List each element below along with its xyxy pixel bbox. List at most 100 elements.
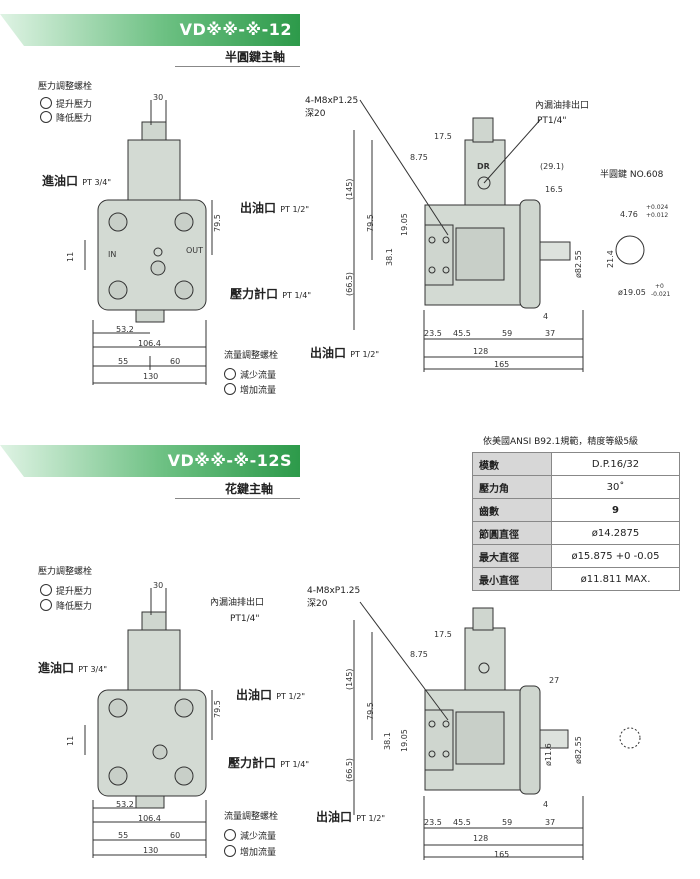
dim-30-bottom: 30: [153, 581, 164, 590]
header-bottom: VD※※-※-12S: [0, 445, 300, 477]
raise-pressure-label: 提升壓力: [40, 97, 92, 111]
depth-label-bottom: 深20: [307, 599, 328, 609]
outlet-label-top: 出油口 PT 1/2": [240, 201, 310, 215]
rotate-cw-icon: [40, 97, 52, 109]
depth-label-top: 深20: [305, 109, 326, 119]
dim-4-bottom: 4: [543, 800, 549, 809]
rotate-cw-icon: [40, 584, 52, 596]
dim-79-5-side-bottom: 79.5: [366, 702, 375, 720]
rotate-cw-icon: [224, 368, 236, 380]
dr-mark-top: DR: [477, 162, 490, 171]
dim-66-5-bottom: (66.5): [345, 757, 354, 782]
dim-27-bottom: 27: [549, 676, 560, 685]
dim-130-top: 130: [143, 372, 159, 381]
dim-30-top: 30: [153, 93, 164, 102]
page-title-bottom: VD※※-※-12S: [167, 451, 292, 470]
dim-tol-upper-top: +0.024: [646, 204, 669, 211]
dim-145-top: (145): [345, 178, 354, 200]
dim-38-1-top: 38.1: [385, 248, 394, 266]
drain-port-label-bottom: 內漏油排出口: [210, 598, 265, 608]
lower-pressure-label-bottom: 降低壓力: [40, 599, 92, 613]
rotate-ccw-icon: [40, 599, 52, 611]
dim-23-5-top: 23.5: [424, 329, 442, 338]
drain-size-label-bottom: PT1/4": [230, 614, 260, 624]
dim-45-5-top: 45.5: [453, 329, 471, 338]
dim-79-5-bottom: 79.5: [213, 700, 222, 718]
dim-79-5-side-top: 79.5: [366, 214, 375, 232]
thread-label-bottom: 4-M8xP1.25: [307, 586, 361, 596]
dim-60-bottom: 60: [170, 831, 181, 840]
dim-60-top: 60: [170, 357, 181, 366]
dim-59-top: 59: [502, 329, 513, 338]
dim-37-top: 37: [545, 329, 556, 338]
dim-11-6-bottom: ø11.6: [544, 743, 553, 766]
pump-side-view-bottom: [353, 601, 641, 860]
dim-21-4-top: 21.4: [606, 250, 615, 268]
dim-79-5-top: 79.5: [213, 214, 222, 232]
dim-82-55-bottom: ø82.55: [574, 736, 583, 764]
dim-66-5-top: (66.5): [345, 271, 354, 296]
inlet-label-top: 進油口 PT 3/4": [42, 174, 112, 188]
dim-53-2-bottom: 53.2: [116, 800, 134, 809]
raise-pressure-label-bottom: 提升壓力: [40, 584, 92, 598]
dim-19-05-bottom: 19.05: [400, 729, 409, 752]
flow-bolt-label-top: 流量調整螺栓: [224, 351, 279, 361]
rotate-ccw-icon: [224, 845, 236, 857]
inlet-label-bottom: 進油口 PT 3/4": [38, 661, 108, 675]
dim-17-5-bottom: 17.5: [434, 630, 452, 639]
pump-front-view-bottom: [84, 588, 213, 858]
outlet-label-bottom: 出油口 PT 1/2": [236, 688, 306, 702]
rotate-ccw-icon: [224, 383, 236, 395]
dim-145-bottom: (145): [345, 668, 354, 690]
gauge-label-bottom: 壓力計口 PT 1/4": [228, 756, 310, 770]
dim-tol-minus-top: -0.021: [651, 291, 671, 298]
dim-55-top: 55: [118, 357, 129, 366]
header-top: VD※※-※-12: [0, 14, 300, 46]
dim-82-55-top: ø82.55: [574, 250, 583, 278]
pump-front-view-top: [84, 100, 213, 385]
increase-flow-label-bottom: 增加流量: [224, 845, 276, 859]
side-outlet-label-bottom: 出油口 PT 1/2": [316, 810, 386, 824]
dim-8-75-bottom: 8.75: [410, 650, 428, 659]
key-label-top: 半圓鍵 NO.608: [600, 170, 664, 180]
dim-19-05-shaft-top: ø19.05: [618, 288, 646, 297]
spec-note: 依美國ANSI B92.1規範，精度等級5級: [483, 437, 639, 447]
dim-23-5-bottom: 23.5: [424, 818, 442, 827]
pressure-bolt-label: 壓力調整螺栓: [38, 82, 93, 92]
reduce-flow-label-bottom: 減少流量: [224, 829, 276, 843]
gauge-label-top: 壓力計口 PT 1/4": [230, 287, 312, 301]
increase-flow-label-top: 增加流量: [224, 383, 276, 397]
dim-106-4-bottom: 106.4: [138, 814, 161, 823]
dim-19-05-top: 19.05: [400, 213, 409, 236]
dim-37-bottom: 37: [545, 818, 556, 827]
dim-165-top: 165: [494, 360, 510, 369]
rotate-ccw-icon: [40, 111, 52, 123]
dim-tol-plus0-top: +0: [655, 283, 664, 290]
dim-165-bottom: 165: [494, 850, 510, 859]
reduce-flow-label-top: 減少流量: [224, 368, 276, 382]
dim-128-top: 128: [473, 347, 489, 356]
page-title-top: VD※※-※-12: [179, 20, 292, 39]
out-mark-top: OUT: [186, 246, 204, 255]
dim-45-5-bottom: 45.5: [453, 818, 471, 827]
side-outlet-label-top: 出油口 PT 1/2": [310, 346, 380, 360]
dim-38-1-bottom: 38.1: [383, 732, 392, 750]
flow-bolt-label-bottom: 流量調整螺栓: [224, 812, 279, 822]
dim-16-5-top: 16.5: [545, 185, 563, 194]
thread-label-top: 4-M8xP1.25: [305, 96, 359, 106]
dim-4-top: 4: [543, 312, 549, 321]
dim-130-bottom: 130: [143, 846, 159, 855]
dim-11-bottom: 11: [66, 735, 75, 746]
dim-17-5-top: 17.5: [434, 132, 452, 141]
pressure-bolt-label-bottom: 壓力調整螺栓: [38, 567, 93, 577]
subtitle-bottom: 花鍵主軸: [225, 482, 274, 496]
dim-11-top: 11: [66, 251, 75, 262]
